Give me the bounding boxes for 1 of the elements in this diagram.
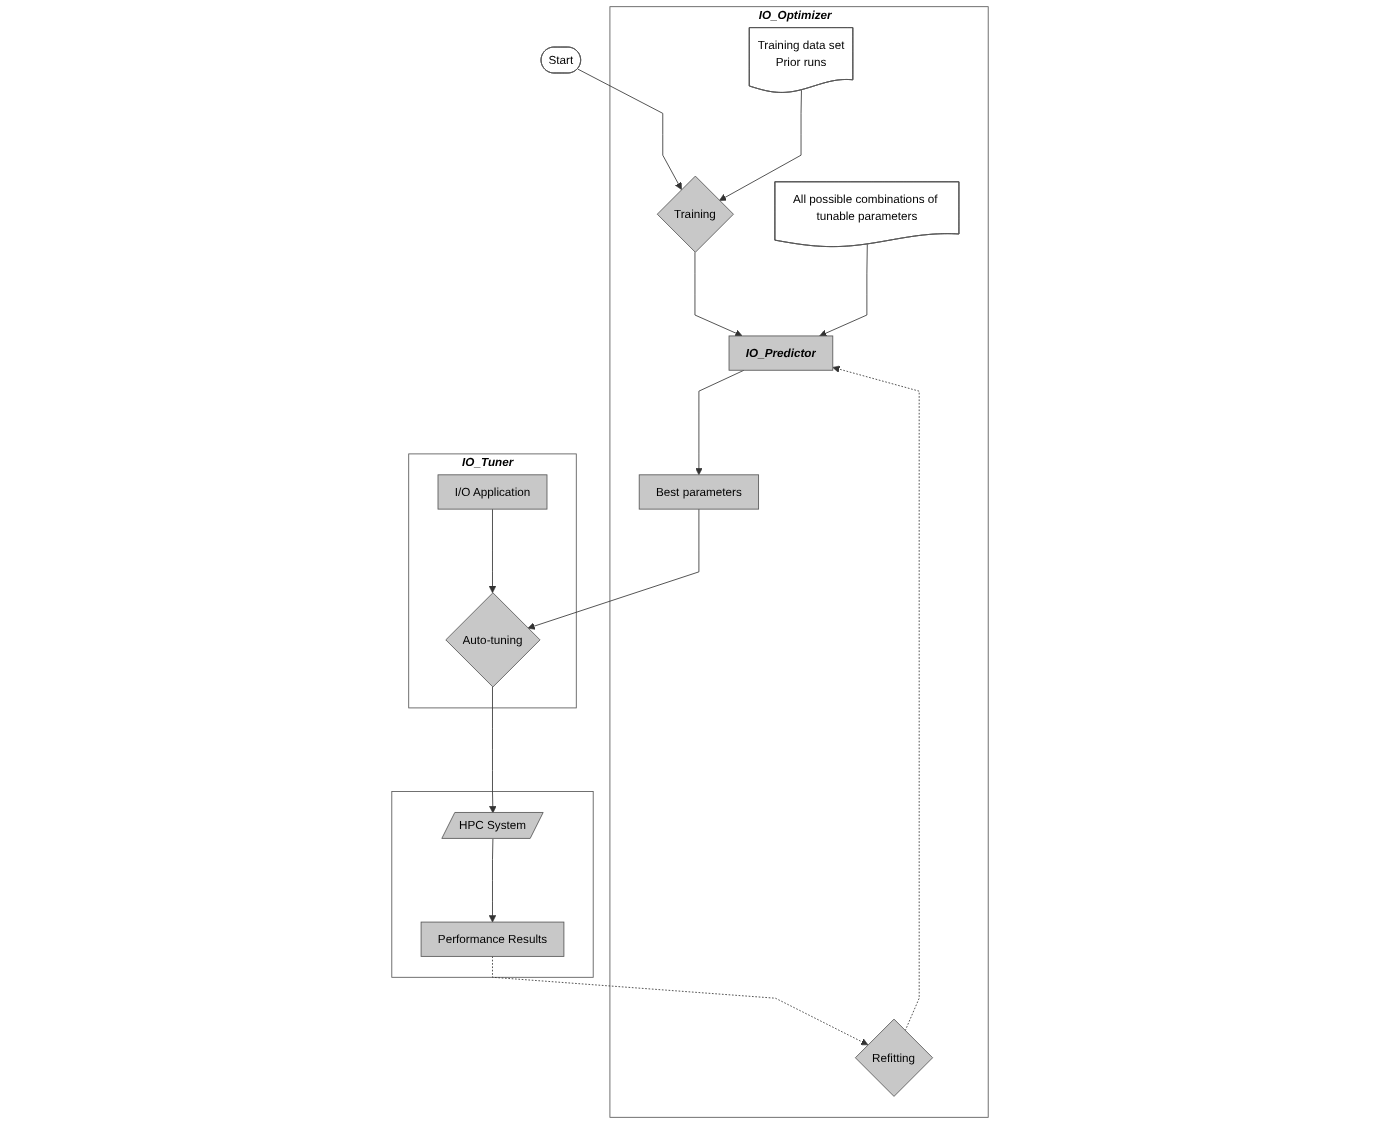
cluster xyxy=(391,791,594,978)
